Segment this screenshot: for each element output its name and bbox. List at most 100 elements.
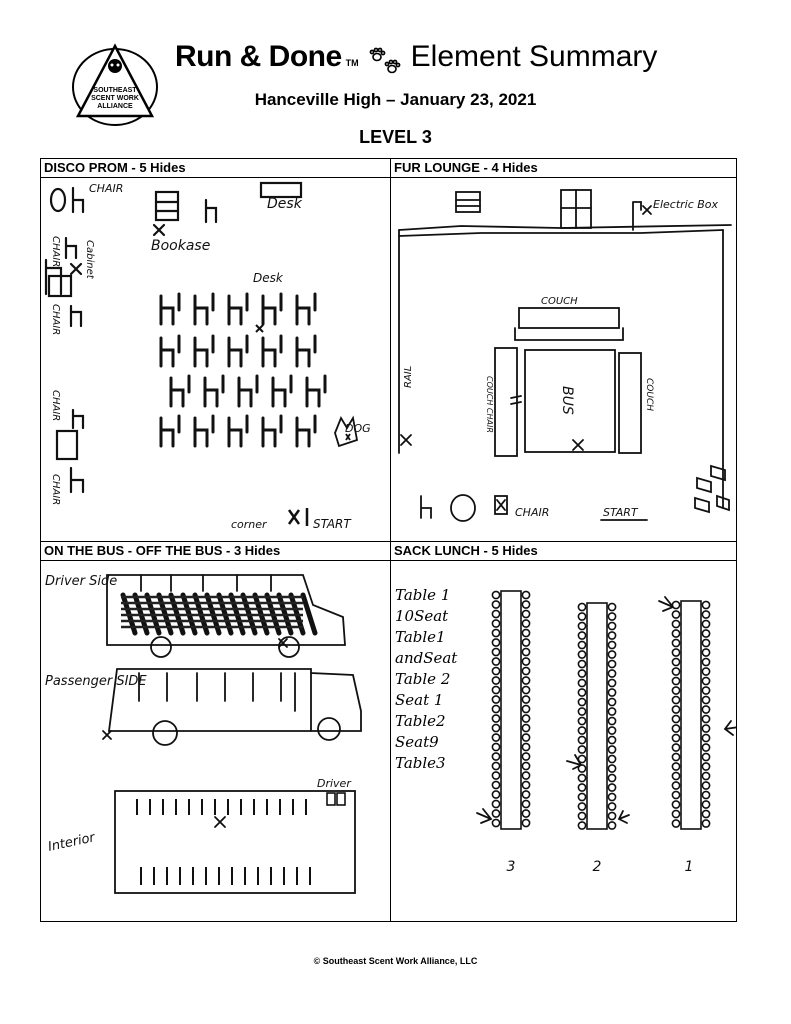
seat-circle xyxy=(491,790,501,799)
desk-chair xyxy=(271,374,293,408)
desk-chair xyxy=(295,334,317,368)
logo-line3: ALLIANCE xyxy=(97,103,133,110)
couch-right-sketch xyxy=(618,352,642,454)
seat-circle xyxy=(491,657,501,666)
seat-circle xyxy=(491,647,501,657)
table-number: 2 xyxy=(593,859,602,875)
grid-vertical-divider xyxy=(390,159,391,921)
seat-circle xyxy=(491,609,501,619)
electric-box-label: Electric Box xyxy=(653,198,719,211)
passenger-side-bus xyxy=(107,668,362,732)
seat-circle xyxy=(521,704,531,714)
driver-side-bus xyxy=(106,574,346,646)
seat-circle xyxy=(491,600,501,609)
seat-circle xyxy=(701,733,711,743)
seat-circle xyxy=(671,743,681,752)
seat-circle xyxy=(491,799,501,809)
seat-circle xyxy=(607,602,617,612)
start-label: START xyxy=(603,506,639,519)
seat-circle xyxy=(701,752,711,762)
hide-x xyxy=(287,508,309,526)
seat-circle xyxy=(701,743,711,752)
lunch-table xyxy=(680,600,702,830)
couch-label: COUCH xyxy=(644,378,654,411)
desk-label: Desk xyxy=(267,196,303,212)
chair-label: CHAIR xyxy=(89,182,123,195)
heading-underline xyxy=(391,177,736,178)
back-wall xyxy=(398,224,732,231)
lunch-tables xyxy=(491,590,711,830)
bookcase-label: Bookase xyxy=(151,238,210,254)
desk-chair xyxy=(169,374,191,408)
logo-line2: SCENT WORK xyxy=(91,95,139,102)
seat-circle xyxy=(577,716,587,726)
rail-label: RAIL xyxy=(403,366,414,388)
paw-prints-icon xyxy=(369,47,401,74)
seat-circle xyxy=(671,676,681,686)
brand-name: Run & Done xyxy=(175,40,342,73)
electrical-panel xyxy=(455,191,481,213)
seat-circle xyxy=(701,629,711,638)
desk-chair xyxy=(203,374,225,408)
seat-circle xyxy=(521,695,531,704)
hide-x xyxy=(400,434,412,446)
desk-chair xyxy=(159,334,181,368)
seat-circle xyxy=(521,619,531,628)
desk-chair xyxy=(159,292,181,326)
seat-circle xyxy=(701,800,711,809)
seat-circle xyxy=(607,612,617,621)
seat-circle xyxy=(701,762,711,771)
table-number: 3 xyxy=(507,859,516,875)
seat-circle xyxy=(521,761,531,771)
chair-sketch xyxy=(69,304,83,328)
fur-lounge-sketch: Electric Box COUCH COUCH CHAIR COUCH RAI… xyxy=(398,189,732,522)
element-grid: DISCO PROM - 5 Hides FUR LOUNGE - 4 Hide… xyxy=(40,158,737,922)
desk-label: Desk xyxy=(253,271,284,285)
seat-circle xyxy=(671,667,681,676)
seat-circle xyxy=(491,771,501,780)
seat-circle xyxy=(701,686,711,695)
chair-label: CHAIR xyxy=(50,390,61,421)
seat-circle xyxy=(671,752,681,762)
seat-circle xyxy=(521,600,531,609)
seat-circle xyxy=(701,648,711,657)
round-table xyxy=(49,187,67,213)
seat-circle xyxy=(607,821,617,830)
seat-circle xyxy=(491,666,501,676)
level-heading: LEVEL 3 xyxy=(359,127,432,147)
seat-circle xyxy=(701,790,711,800)
seat-circle xyxy=(577,631,587,640)
ssw-alliance-logo: SOUTHEAST SCENT WORK ALLIANCE xyxy=(72,43,158,126)
sack-lunch-sketch: 3 2 1 xyxy=(476,590,736,875)
heading-underline xyxy=(41,560,390,561)
seat-circle xyxy=(607,669,617,678)
chair-label: CHAIR xyxy=(50,474,61,505)
desk-chair xyxy=(159,414,181,448)
table-sketch xyxy=(55,429,79,461)
seat-circle xyxy=(701,781,711,790)
seat-circle xyxy=(577,764,587,773)
on-the-bus-heading: ON THE BUS - OFF THE BUS - 3 Hides xyxy=(44,543,281,558)
seat-circle xyxy=(577,726,587,735)
seat-circle xyxy=(491,752,501,761)
copyright-footer: © Southeast Scent Work Alliance, LLC xyxy=(313,956,478,966)
seat-circle xyxy=(491,780,501,790)
passenger-side-label: Passenger SIDE xyxy=(45,674,147,689)
seat-circle xyxy=(607,707,617,716)
cabinet-sketch xyxy=(47,274,73,298)
hide-x xyxy=(255,324,264,333)
seat-circle xyxy=(577,783,587,792)
bus-outline xyxy=(524,349,616,453)
seat-circle xyxy=(607,802,617,811)
seat-circle xyxy=(671,657,681,667)
seat-circle xyxy=(577,669,587,678)
heading-underline xyxy=(41,177,390,178)
seat-circle xyxy=(491,714,501,723)
seat-circle xyxy=(607,792,617,802)
seat-circle xyxy=(521,790,531,799)
seat-circle xyxy=(607,697,617,707)
seat-circle xyxy=(607,754,617,764)
fur-lounge-heading: FUR LOUNGE - 4 Hides xyxy=(394,160,538,175)
seat-circle xyxy=(671,790,681,800)
seat-circle xyxy=(521,799,531,809)
